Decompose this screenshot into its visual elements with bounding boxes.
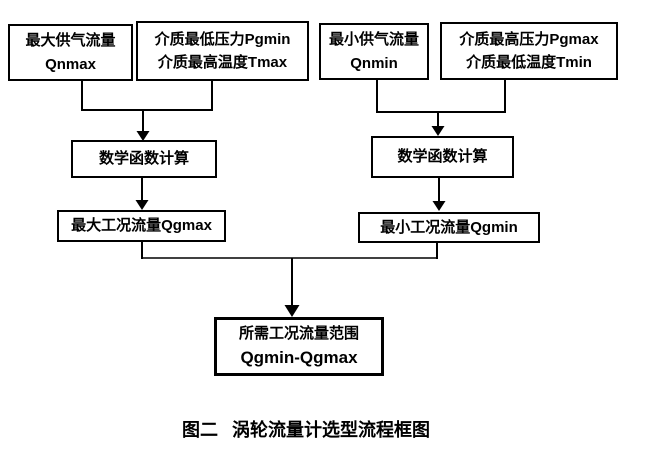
box-min-supply-flow-line1: 最小供气流量 (328, 31, 419, 49)
arrow-down-icon (284, 305, 300, 317)
box-max-supply-flow-line2: Qnmax (45, 55, 96, 73)
arrow-down-icon (136, 131, 150, 141)
figure-caption: 图二 涡轮流量计选型流程框图 (0, 416, 612, 442)
box-required-flow-range-line1: 所需工况流量范围 (238, 324, 359, 342)
box-max-supply-flow-line1: 最大供气流量 (25, 32, 116, 50)
box-min-working-flow-label: 最小工况流量Qgmin (380, 218, 518, 236)
box-math-function-calc-left: 数学函数计算 (71, 140, 217, 178)
arrow-down-icon (431, 126, 445, 136)
box-min-supply-flow-line2: Qnmin (350, 54, 398, 72)
box-max-working-flow: 最大工况流量Qgmax (57, 210, 226, 242)
arrow-down-icon (135, 200, 149, 210)
box-medium-max-temp-line: 介质最高温度Tmax (157, 54, 288, 71)
box-min-supply-flow: 最小供气流量 Qnmin (319, 23, 429, 80)
figure-caption-label: 图二 (182, 420, 218, 440)
figure-caption-title: 涡轮流量计选型流程框图 (232, 420, 430, 440)
box-max-working-flow-label: 最大工况流量Qgmax (71, 217, 212, 235)
box-required-flow-range-line2: Qgmin-Qgmax (240, 347, 358, 367)
box-max-supply-flow: 最大供气流量 Qnmax (8, 24, 133, 81)
box-medium-min-pressure-max-temp: 介质最低压力Pgmin 介质最高温度Tmax (136, 21, 309, 81)
box-math-function-calc-left-label: 数学函数计算 (98, 150, 189, 168)
box-math-function-calc-right: 数学函数计算 (371, 136, 514, 178)
box-medium-min-pressure-line: 介质最低压力Pgmin (154, 30, 291, 48)
box-math-function-calc-right-label: 数学函数计算 (397, 148, 488, 166)
box-min-working-flow: 最小工况流量Qgmin (358, 212, 540, 243)
box-medium-max-pressure-min-temp: 介质最高压力Pgmax 介质最低温度Tmin (440, 22, 618, 80)
box-medium-max-pressure-line: 介质最高压力Pgmax (459, 30, 599, 48)
box-required-flow-range: 所需工况流量范围 Qgmin-Qgmax (214, 317, 384, 376)
box-medium-min-temp-line: 介质最低温度Tmin (466, 54, 592, 71)
arrow-down-icon (432, 201, 446, 211)
